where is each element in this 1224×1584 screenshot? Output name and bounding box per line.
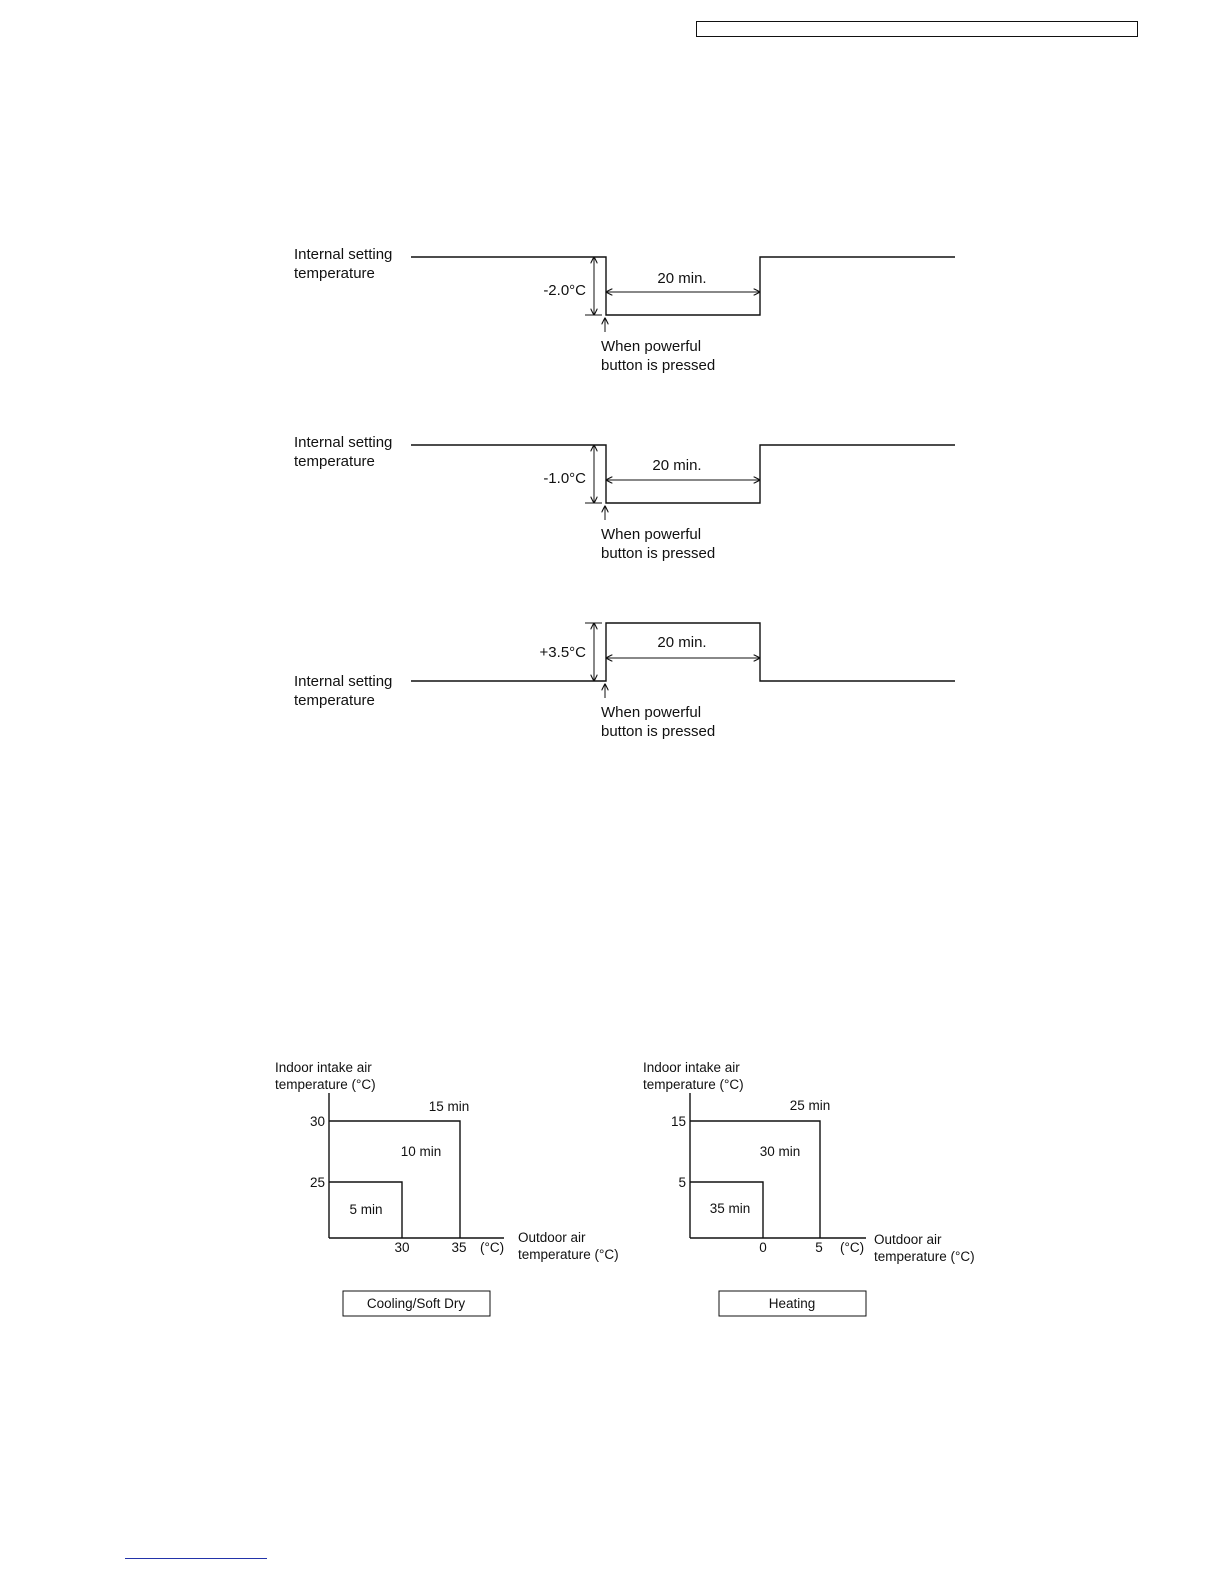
timing-diagram-2: Internal setting temperature -1.0°C 20 m… — [294, 434, 955, 562]
x-axis-label: Outdoor air temperature (°C) — [874, 1232, 975, 1264]
caption-box — [718, 1290, 867, 1317]
event-label: When powerful button is pressed — [601, 338, 715, 374]
offset-label: +3.5°C — [540, 644, 587, 661]
x-tick-label: 35 — [451, 1240, 466, 1255]
header-box — [696, 21, 1138, 37]
zone-inner-boundary — [690, 1181, 764, 1238]
x-unit-label: (°C) — [840, 1240, 864, 1255]
event-label: When powerful button is pressed — [601, 526, 715, 562]
zone-label: 30 min — [760, 1144, 801, 1159]
footer-link-underline[interactable] — [125, 1558, 267, 1559]
zone-chart-heating: Indoor intake air temperature (°C) 15 5 … — [643, 1060, 975, 1317]
y-tick-label: 25 — [310, 1175, 325, 1190]
caption-box — [342, 1290, 491, 1317]
duration-label: 20 min. — [657, 634, 706, 651]
x-tick-label: 30 — [394, 1240, 409, 1255]
timing-diagram-3: Internal setting temperature +3.5°C 20 m… — [294, 622, 955, 740]
offset-label: -2.0°C — [543, 282, 586, 299]
zone-label: 10 min — [401, 1144, 442, 1159]
offset-label: -1.0°C — [543, 470, 586, 487]
level-label: Internal setting temperature — [294, 246, 397, 282]
setting-temperature-waveform — [411, 444, 955, 504]
zone-label: 35 min — [710, 1201, 751, 1216]
y-axis-label: Indoor intake air temperature (°C) — [275, 1060, 376, 1092]
x-tick-label: 5 — [815, 1240, 823, 1255]
zone-outer-boundary — [329, 1120, 461, 1238]
x-unit-label: (°C) — [480, 1240, 504, 1255]
y-tick-label: 30 — [310, 1114, 325, 1129]
caption: Cooling/Soft Dry — [367, 1296, 466, 1311]
timing-diagram-1: Internal setting temperature -2.0°C 20 m… — [294, 246, 955, 374]
y-tick-label: 5 — [678, 1175, 686, 1190]
zone-label: 5 min — [349, 1202, 382, 1217]
x-tick-label: 0 — [759, 1240, 767, 1255]
x-axis-label: Outdoor air temperature (°C) — [518, 1230, 619, 1262]
zone-chart-cooling: Indoor intake air temperature (°C) 30 25… — [275, 1060, 619, 1317]
setting-temperature-waveform — [411, 256, 955, 316]
duration-label: 20 min. — [657, 270, 706, 287]
setting-temperature-waveform — [411, 622, 955, 682]
event-label: When powerful button is pressed — [601, 704, 715, 740]
zone-label: 25 min — [790, 1098, 831, 1113]
duration-label: 20 min. — [652, 457, 701, 474]
caption: Heating — [769, 1296, 816, 1311]
y-tick-label: 15 — [671, 1114, 686, 1129]
level-label: Internal setting temperature — [294, 673, 397, 709]
zone-label: 15 min — [429, 1099, 470, 1114]
zone-inner-boundary — [329, 1181, 403, 1238]
zone-outer-boundary — [690, 1120, 821, 1238]
level-label: Internal setting temperature — [294, 434, 397, 470]
y-axis-label: Indoor intake air temperature (°C) — [643, 1060, 744, 1092]
